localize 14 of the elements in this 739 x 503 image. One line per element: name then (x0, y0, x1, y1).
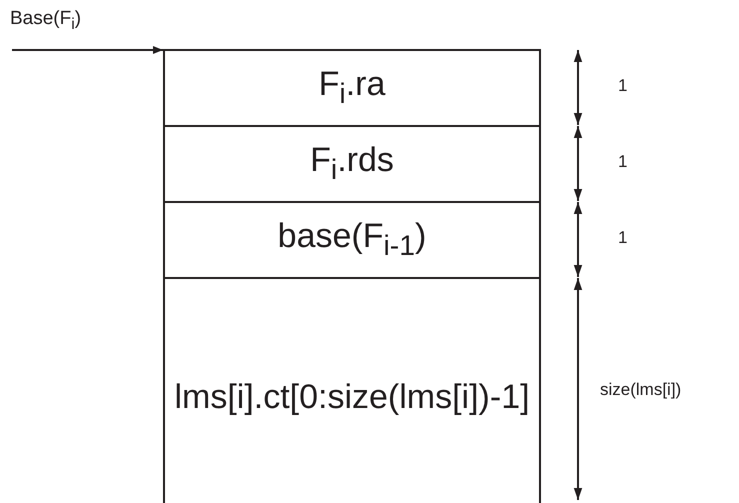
cell-text: base(F$_{i-1}$) (278, 217, 426, 263)
memory-cell (163, 277, 541, 503)
memory-cell (163, 125, 541, 203)
cell-text: F$_{i}$.rds (310, 141, 394, 187)
dimension-label: 1 (618, 76, 628, 96)
memory-cell (163, 49, 541, 127)
dimension-label: size(lms[i]) (600, 380, 682, 400)
cell-text: F$_{i}$.ra (318, 65, 386, 111)
dimension-label: 1 (618, 228, 628, 248)
memory-cell (163, 201, 541, 279)
cell-text: lms[i].ct[0:size(lms[i])-1] (174, 378, 530, 416)
dimension-label: 1 (618, 152, 628, 172)
arrow (12, 46, 163, 54)
pointer-label: Base(F$_{i}$) (10, 8, 82, 34)
